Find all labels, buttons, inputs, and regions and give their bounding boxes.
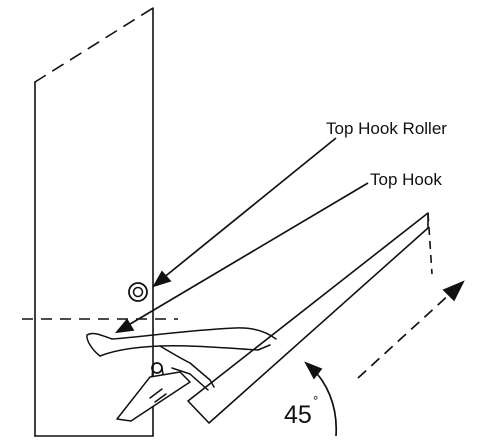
angle-degree-symbol: ° (313, 393, 318, 408)
top-hook-roller-label: Top Hook Roller (326, 119, 447, 138)
bracket-slot (149, 388, 163, 399)
roller-callout-line (156, 137, 337, 284)
angled-panel-body (187, 212, 429, 424)
top-hook-arm-lower (99, 344, 271, 357)
callouts (114, 137, 369, 334)
hook-callout-arrowhead (114, 318, 135, 334)
angled-panel-dashed-end (427, 212, 433, 275)
roller-inner-ring (132, 286, 144, 298)
vertical-panel (34, 7, 154, 437)
angle-value-label: 45 (284, 401, 312, 429)
top-hook-arm (86, 327, 277, 357)
hook-mechanism (86, 327, 277, 422)
bracket-slot-2 (154, 393, 167, 403)
hook-callout-line (119, 182, 369, 331)
top-hook-label: Top Hook (370, 170, 442, 189)
top-hook-roller (128, 282, 148, 302)
motion-arrow (357, 280, 465, 379)
hinge-arm (159, 345, 215, 388)
hinge-arm-under (171, 367, 209, 391)
angled-panel (187, 212, 433, 424)
roller-outer-ring (128, 282, 148, 302)
angle-indicator (304, 361, 338, 437)
roller-callout-arrowhead (152, 270, 172, 288)
panel-top-dashed-edge (34, 7, 154, 83)
motion-arrow-shaft (357, 291, 453, 379)
angle-arc-arrowhead (304, 361, 323, 380)
motion-arrow-head (442, 280, 465, 302)
lower-bracket-plate (116, 371, 191, 422)
